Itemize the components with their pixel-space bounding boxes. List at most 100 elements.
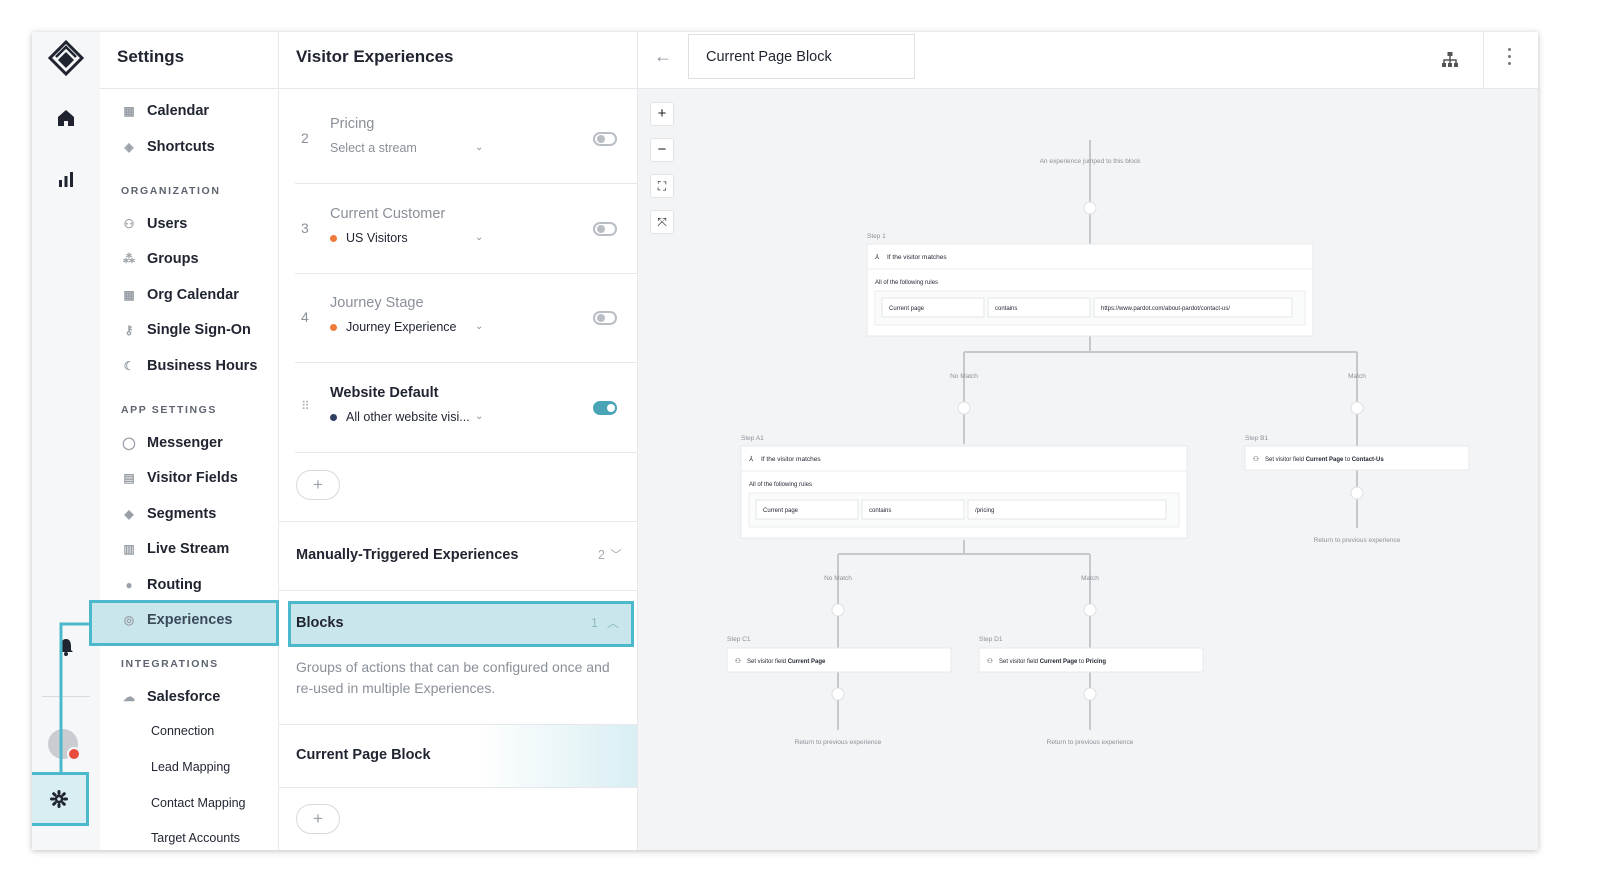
- layers-icon: ◈: [124, 140, 134, 154]
- step-card[interactable]: [726, 647, 952, 673]
- experience-toggle[interactable]: [593, 132, 617, 146]
- experience-row-current-customer[interactable]: 3 Current Customer US Visitors ⌄: [295, 184, 637, 274]
- back-arrow-icon[interactable]: ←: [654, 46, 672, 66]
- stream-select[interactable]: All other website visi...: [330, 410, 470, 424]
- match-label: Match: [1081, 575, 1099, 582]
- nav-item-segments[interactable]: ◆Segments: [122, 502, 216, 526]
- chevron-down-icon[interactable]: ⌄: [475, 142, 484, 153]
- nav-item-visitor-fields[interactable]: ▤Visitor Fields: [123, 470, 238, 486]
- experience-toggle[interactable]: [593, 311, 617, 325]
- step-card[interactable]: [978, 647, 1204, 673]
- cloud-icon: ☁: [123, 690, 135, 704]
- fit-screen-button[interactable]: ⛶: [650, 174, 674, 198]
- step-label: Step D1: [979, 636, 1003, 643]
- block-name-value: Current Page Block: [706, 49, 832, 65]
- block-item-current-page[interactable]: Current Page Block: [279, 724, 637, 788]
- zoom-out-button[interactable]: −: [650, 138, 674, 162]
- experiences-highlight: [89, 600, 279, 646]
- step-header: If the visitor matches: [887, 254, 947, 261]
- nav-item-salesforce[interactable]: ☁Salesforce: [123, 689, 221, 705]
- user-add-icon: ⚇: [123, 217, 135, 231]
- step-label: Step C1: [727, 636, 751, 643]
- tag-icon: ◆: [124, 507, 134, 521]
- set-field-icon: ⚇: [987, 657, 993, 665]
- flow-canvas[interactable]: ← Current Page Block + − ⛶ ⤧: [638, 32, 1538, 850]
- experience-toggle[interactable]: [593, 401, 617, 415]
- nav-item-single-sign-on[interactable]: ⚷Single Sign-On: [122, 318, 251, 342]
- nav-item-routing[interactable]: ●Routing: [122, 573, 201, 597]
- nav-item-live-stream[interactable]: ▥Live Stream: [123, 541, 230, 557]
- calendar-icon: ▦: [123, 104, 135, 118]
- nav-item-groups[interactable]: ⁂Groups: [123, 251, 199, 267]
- add-block-button[interactable]: +: [296, 804, 340, 834]
- target-icon: ◎: [123, 613, 135, 627]
- collapse-button[interactable]: ⤧: [650, 210, 674, 234]
- analytics-icon[interactable]: [32, 170, 100, 193]
- settings-nav: Settings ▦Calendar ◈Shortcuts ORGANIZATI…: [89, 32, 279, 850]
- no-match-label: No Match: [950, 373, 978, 380]
- stream-select[interactable]: Select a stream: [330, 141, 417, 155]
- drag-handle-icon[interactable]: ⠿: [301, 399, 310, 413]
- block-name-field[interactable]: Current Page Block: [688, 34, 915, 79]
- step-card[interactable]: [1244, 445, 1470, 471]
- nav-item-business-hours[interactable]: ☾Business Hours: [123, 358, 258, 374]
- return-label: Return to previous experience: [795, 739, 882, 746]
- nav-sub-lead-mapping[interactable]: Lead Mapping: [151, 760, 231, 774]
- rule-field: Current page: [889, 306, 925, 312]
- chevron-down-icon[interactable]: ⌄: [475, 321, 484, 332]
- gear-icon[interactable]: [50, 790, 68, 808]
- group-label: Manually-Triggered Experiences: [296, 547, 519, 563]
- dashboard-icon: ▥: [123, 542, 135, 556]
- stream-select-label: All other website visi...: [346, 410, 470, 424]
- settings-gear-highlight[interactable]: [32, 772, 89, 826]
- nav-item-experiences[interactable]: ◎Experiences: [123, 612, 233, 628]
- stream-select[interactable]: Journey Experience: [330, 320, 456, 334]
- nav-sub-contact-mapping[interactable]: Contact Mapping: [151, 796, 246, 810]
- experience-toggle[interactable]: [593, 222, 617, 236]
- stream-select-label: Select a stream: [330, 141, 417, 155]
- nav-item-messenger[interactable]: ◯Messenger: [122, 435, 223, 451]
- calendar-icon: ▦: [123, 288, 135, 302]
- chat-icon: ◯: [122, 436, 136, 450]
- add-experience-button[interactable]: +: [296, 470, 340, 500]
- manually-triggered-row[interactable]: Manually-Triggered Experiences 2 ﹀: [279, 521, 637, 591]
- group-count: 2: [598, 548, 605, 562]
- nav-item-shortcuts[interactable]: ◈Shortcuts: [122, 135, 214, 159]
- zoom-in-button[interactable]: +: [650, 102, 674, 126]
- stream-dot: [330, 323, 337, 331]
- experience-number: 4: [301, 309, 309, 325]
- stream-dot: [330, 413, 337, 421]
- chevron-down-icon[interactable]: ⌄: [475, 411, 484, 422]
- blocks-row[interactable]: Blocks 1 ︿: [288, 601, 634, 647]
- key-icon: ⚷: [124, 323, 134, 337]
- tree-icon[interactable]: [1441, 51, 1459, 69]
- chevron-down-icon[interactable]: ⌄: [475, 232, 484, 243]
- experience-row-website-default[interactable]: ⠿ Website Default All other website visi…: [295, 363, 637, 453]
- group-icon: ⁂: [123, 252, 135, 266]
- avatar[interactable]: [48, 729, 81, 761]
- rule-field: Current page: [763, 508, 799, 514]
- experience-row-journey-stage[interactable]: 4 Journey Stage Journey Experience ⌄: [295, 273, 637, 363]
- rail-divider: [42, 696, 90, 697]
- entry-label: An experience jumped to this block: [1040, 158, 1142, 165]
- nav-sub-target-accounts[interactable]: Target Accounts: [151, 831, 240, 845]
- moon-icon: ☾: [123, 359, 135, 373]
- experience-title: Journey Stage: [330, 295, 424, 311]
- experience-row-pricing[interactable]: 2 Pricing Select a stream ⌄: [295, 94, 637, 184]
- logo-icon[interactable]: [32, 39, 100, 83]
- group-count: 1: [591, 616, 598, 630]
- home-icon[interactable]: [32, 109, 100, 132]
- branch-icon: ⅄: [874, 253, 880, 261]
- nav-item-calendar[interactable]: ▦Calendar: [123, 103, 210, 119]
- step-label: Step B1: [1245, 435, 1269, 442]
- stream-select[interactable]: US Visitors: [330, 231, 408, 245]
- block-item-label: Current Page Block: [296, 747, 431, 763]
- more-options-icon[interactable]: [1508, 48, 1512, 69]
- experience-title: Current Customer: [330, 206, 446, 222]
- nav-item-org-calendar[interactable]: ▦Org Calendar: [123, 287, 239, 303]
- chevron-up-icon[interactable]: ︿: [606, 616, 619, 630]
- nav-sub-connection[interactable]: Connection: [151, 724, 215, 738]
- rule-value: https://www.pardot.com/about-pardot/cont…: [1101, 306, 1230, 312]
- chevron-down-icon[interactable]: ﹀: [609, 548, 622, 562]
- nav-item-users[interactable]: ⚇Users: [123, 216, 188, 232]
